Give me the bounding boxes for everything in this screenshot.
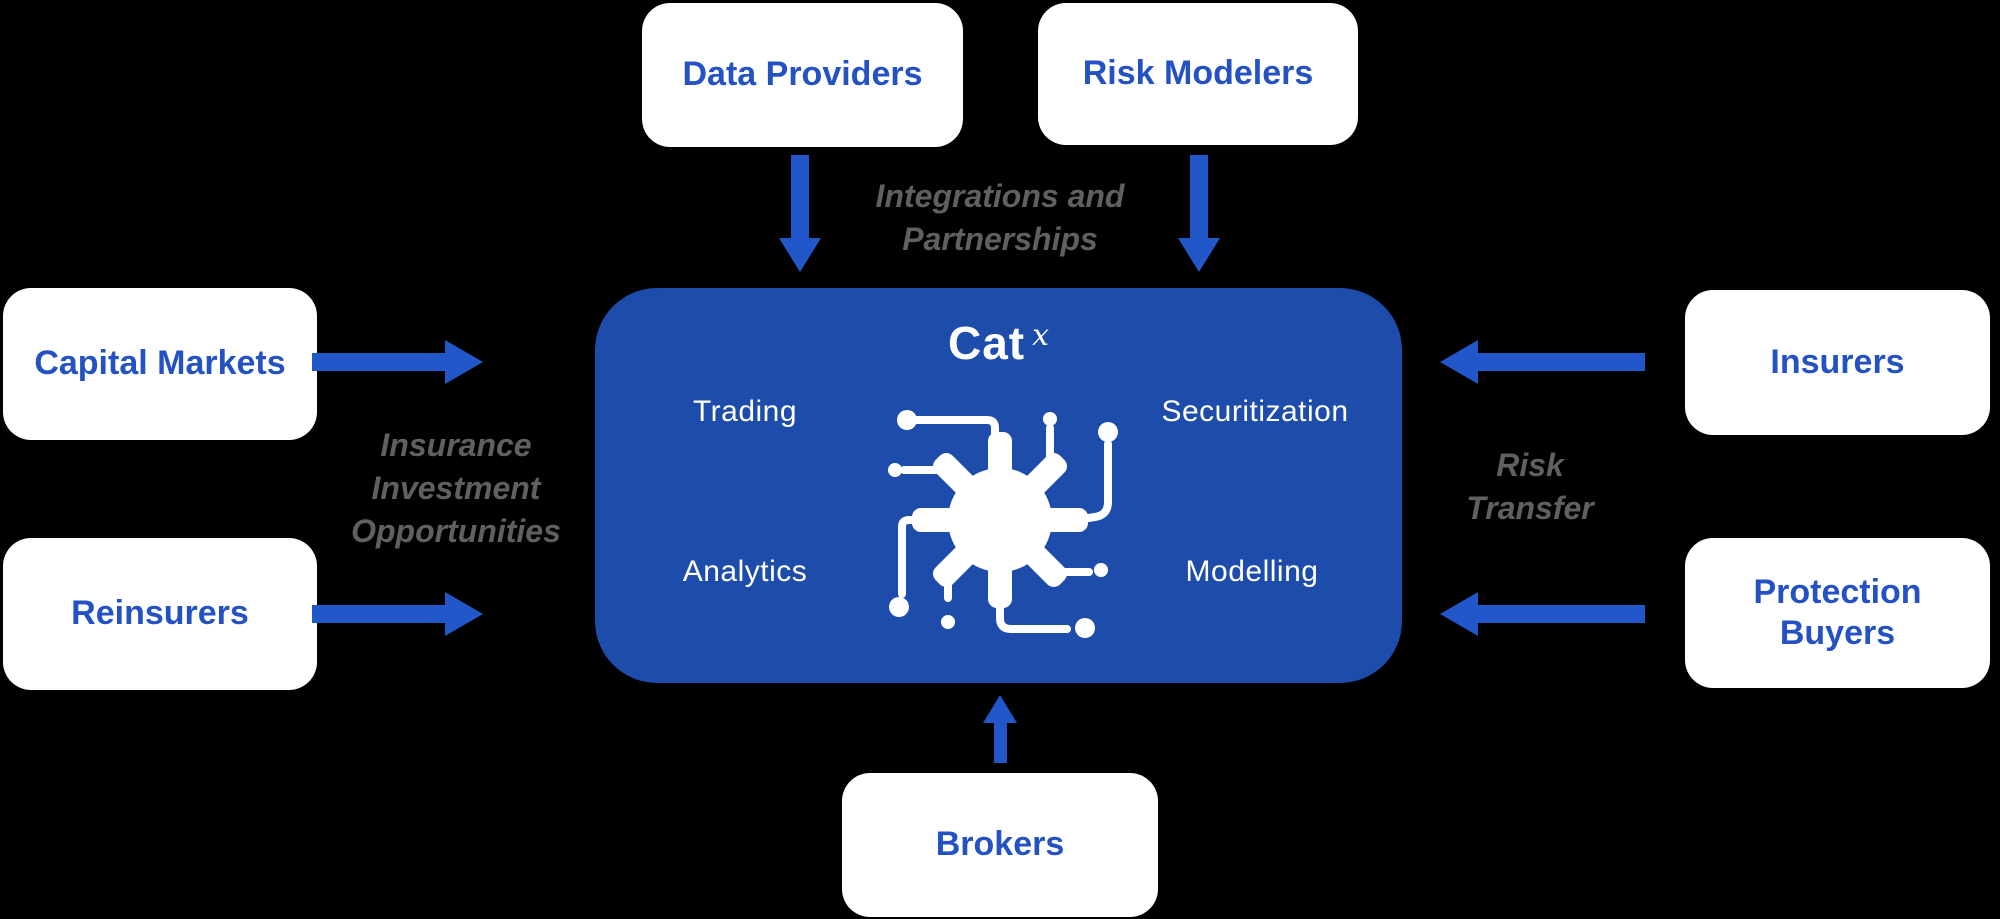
card-risk-modelers-label: Risk Modelers: [1082, 54, 1314, 93]
flow-label-line: Opportunities: [351, 513, 561, 549]
flow-label-line: Partnerships: [902, 221, 1098, 257]
arrow-head-icon: [983, 695, 1017, 723]
card-data-providers-label: Data Providers: [682, 55, 923, 94]
flow-label-risk-transfer: Risk Transfer: [1466, 444, 1593, 530]
catx-network-gear-icon: [888, 410, 1118, 638]
flow-label-line: Integrations and: [875, 178, 1125, 214]
arrow-shaft: [1476, 353, 1645, 371]
card-capital-markets: Capital Markets: [3, 288, 317, 440]
arrow-head-icon: [779, 238, 821, 272]
card-reinsurers-label: Reinsurers: [71, 594, 249, 633]
arrow-head-icon: [1178, 238, 1220, 272]
arrow-brokers-to-catx: [983, 695, 1017, 763]
feature-trading: Trading: [692, 395, 798, 428]
feature-modelling: Modelling: [1185, 555, 1319, 588]
arrow-risk-modelers-to-catx: [1178, 155, 1220, 272]
arrow-protection-buyers-to-catx: [1440, 592, 1645, 636]
arrow-shaft: [994, 721, 1007, 763]
arrow-data-providers-to-catx: [779, 155, 821, 272]
card-brokers-label: Brokers: [935, 825, 1065, 864]
arrow-head-icon: [445, 592, 483, 636]
arrow-capital-markets-to-catx: [312, 340, 483, 384]
arrow-head-icon: [1440, 340, 1478, 384]
card-risk-modelers: Risk Modelers: [1038, 3, 1358, 145]
flow-label-line: Insurance: [380, 427, 532, 463]
flow-label-line: Risk: [1496, 447, 1564, 483]
card-brokers: Brokers: [842, 773, 1158, 917]
feature-analytics: Analytics: [682, 555, 808, 588]
catx-logo-text: Cat: [947, 317, 1026, 369]
arrow-shaft: [1190, 155, 1208, 240]
card-data-providers: Data Providers: [642, 3, 963, 147]
flow-label-integrations-partnerships: Integrations and Partnerships: [876, 175, 1125, 261]
arrow-shaft: [791, 155, 809, 240]
catx-logo-superscript: x: [1032, 318, 1050, 353]
feature-securitization: Securitization: [1161, 395, 1349, 428]
card-capital-markets-label: Capital Markets: [34, 344, 286, 383]
arrow-insurers-to-catx: [1440, 340, 1645, 384]
arrow-shaft: [312, 353, 447, 371]
card-reinsurers: Reinsurers: [3, 538, 317, 690]
arrow-head-icon: [445, 340, 483, 384]
flow-label-line: Transfer: [1466, 490, 1594, 526]
flow-label-insurance-investment-opportunities: Insurance Investment Opportunities: [351, 424, 561, 553]
arrow-reinsurers-to-catx: [312, 592, 483, 636]
arrow-head-icon: [1440, 592, 1478, 636]
card-protection-buyers: Protection Buyers: [1685, 538, 1990, 688]
flow-label-line: Investment: [371, 470, 541, 506]
card-insurers: Insurers: [1685, 290, 1990, 435]
arrow-shaft: [1476, 605, 1645, 623]
card-insurers-label: Insurers: [1770, 342, 1905, 381]
arrow-shaft: [312, 605, 447, 623]
card-protection-buyers-label: Protection Buyers: [1753, 572, 1922, 652]
